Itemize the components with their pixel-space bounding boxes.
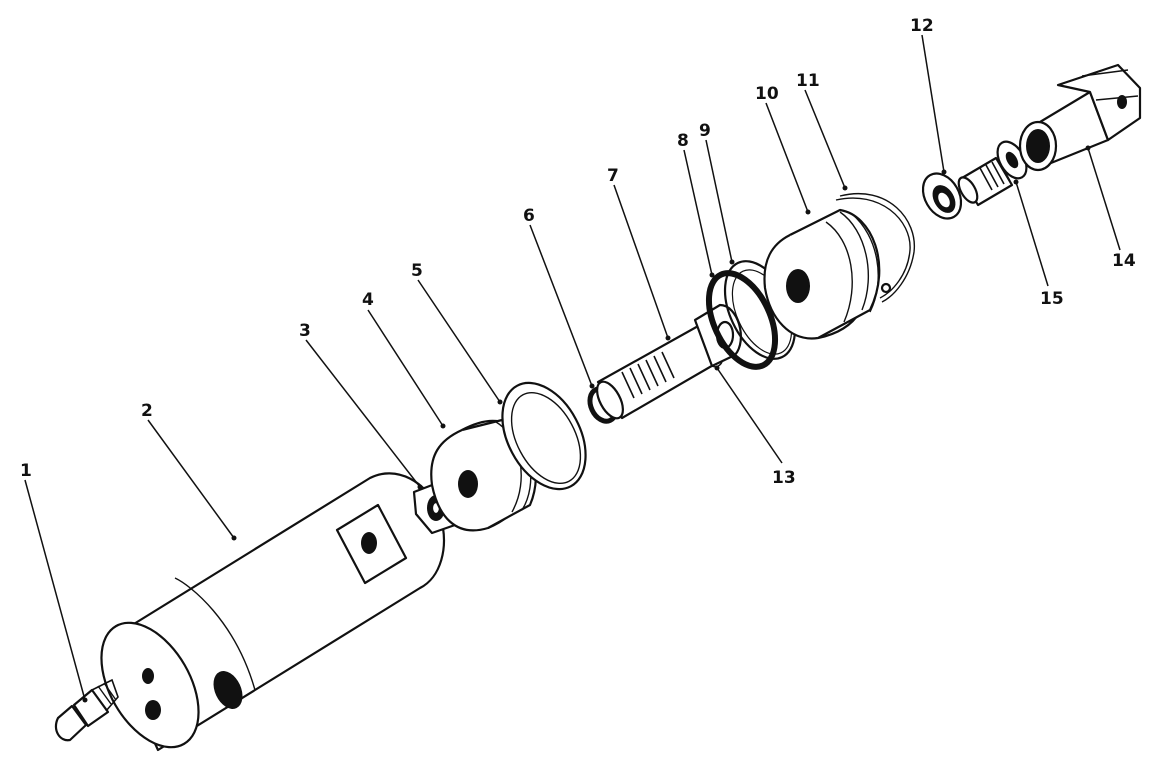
part-2-cylinder-body (100, 472, 445, 752)
callout-labels: 1 2 3 4 5 6 7 8 9 10 11 12 13 14 15 (20, 16, 1136, 488)
callout-11: 11 (796, 71, 820, 91)
callout-7: 7 (607, 166, 619, 186)
callout-2: 2 (141, 401, 153, 421)
callout-15: 15 (1040, 289, 1064, 309)
part-1-grease-fitting (54, 678, 119, 742)
callout-13: 13 (772, 468, 796, 488)
part-8-thick-ring (705, 270, 779, 370)
callout-1: 1 (20, 461, 32, 481)
callout-8: 8 (677, 131, 689, 151)
callout-3: 3 (299, 321, 311, 341)
part-14-clevis (1018, 63, 1142, 172)
callout-5: 5 (411, 261, 423, 281)
part-10-head (763, 208, 881, 340)
callout-4: 4 (362, 290, 374, 310)
callout-9: 9 (699, 121, 711, 141)
part-7-piston-rod (596, 303, 742, 420)
part-5-ring (501, 381, 587, 491)
leader-lines (24, 34, 1121, 701)
part-11-snap-ring (835, 193, 916, 303)
leader-dots (82, 145, 1091, 703)
part-15-threaded-stud (957, 140, 1028, 207)
callout-12: 12 (910, 16, 934, 36)
callout-14: 14 (1112, 251, 1136, 271)
callout-10: 10 (755, 84, 779, 104)
part-12-ring-nut (921, 172, 963, 220)
callout-6: 6 (523, 206, 535, 226)
